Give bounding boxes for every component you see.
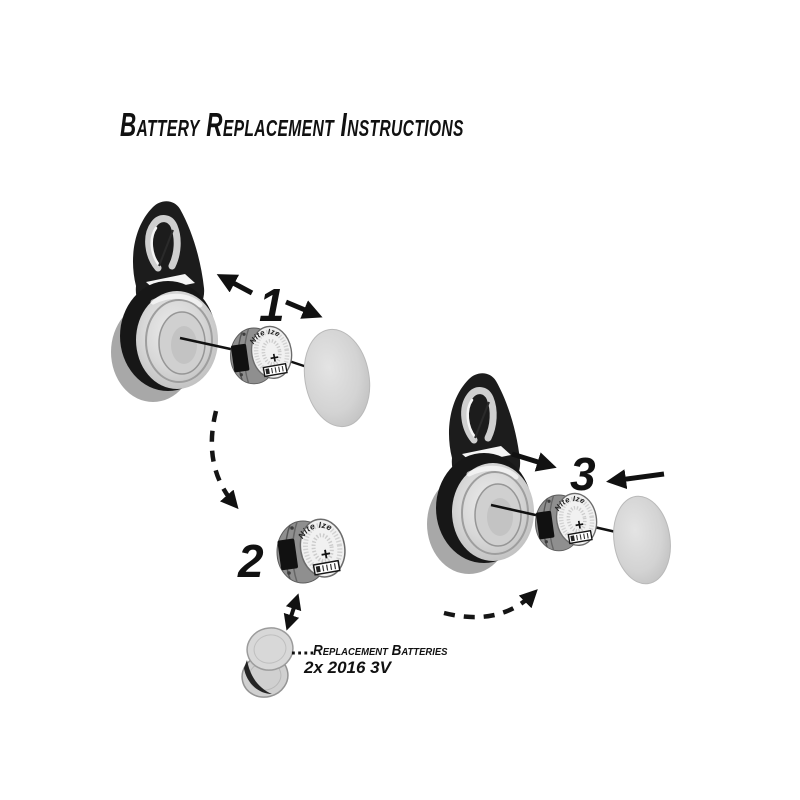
step-2-group: 2 Replacement Batteries 2x 2016 3V: [237, 516, 448, 698]
coin-battery-top-emboss: [253, 634, 287, 664]
clip-light-device-step-3: [427, 373, 534, 574]
page-title: Battery Replacement Instructions: [120, 106, 464, 143]
clip-light-device-step-1: [111, 201, 218, 402]
coin-battery-shadow: [244, 660, 272, 694]
replacement-coin-batteries: [241, 627, 294, 698]
reassembly-arrow-right: [606, 469, 665, 490]
axis-line-step3-a: [490, 503, 541, 518]
step-3-group: 3: [427, 373, 671, 585]
disassembly-arrow-left: [216, 274, 254, 296]
transition-arrow-1-2: [209, 410, 239, 510]
battery-module-step-1: [231, 323, 296, 384]
step-2-number: 2: [237, 535, 264, 587]
swap-batteries-arrow: [283, 593, 302, 631]
step-3-number: 3: [570, 448, 596, 500]
battery-spec-label: 2x 2016 3V: [303, 658, 393, 677]
step-1-group: 1: [111, 201, 371, 428]
lens-cap-step-3: [613, 495, 671, 585]
transition-arrow-2-3: [443, 589, 538, 620]
axis-line-step1-a: [179, 336, 236, 352]
disassembly-arrow-right: [285, 299, 323, 319]
lens-cap-step-1: [303, 328, 371, 428]
replacement-batteries-label: Replacement Batteries: [313, 642, 448, 659]
step-1-number: 1: [259, 279, 285, 331]
battery-module-step-2: [277, 516, 349, 583]
reassembly-arrow-left: [511, 451, 557, 472]
